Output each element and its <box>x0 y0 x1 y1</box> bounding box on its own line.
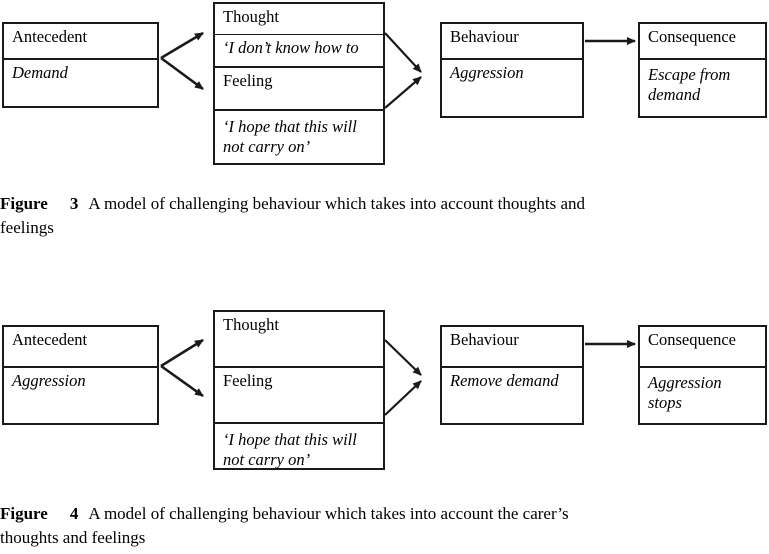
fig3-antecedent-label: Antecedent <box>12 27 88 46</box>
fig4-behaviour-label: Behaviour <box>450 330 519 349</box>
fig3-behaviour-box: Behaviour Aggression <box>440 22 584 118</box>
fig3-thought-label: Thought <box>223 7 279 26</box>
fig3-behaviour-label: Behaviour <box>450 27 519 46</box>
fig3-thought-feeling-box: Thought ‘I don’t know how to Feeling ‘I … <box>213 2 385 165</box>
fig3-feeling-value-cell: ‘I hope that this will not carry on’ <box>215 109 383 163</box>
fig3-consequence-box: Consequence Escape from demand <box>638 22 767 118</box>
fig4-behaviour-label-cell: Behaviour <box>442 327 582 366</box>
fig3-feeling-value: ‘I hope that this will not carry on’ <box>223 117 357 156</box>
figure-4-caption-line2: thoughts and feelings <box>0 528 146 547</box>
fig4-arrow-feeling-to-behaviour <box>384 380 422 416</box>
fig3-arrow-antecedent-to-feeling <box>160 56 204 91</box>
fig4-behaviour-value: Remove demand <box>450 371 559 390</box>
fig4-feeling-label: Feeling <box>223 371 273 390</box>
fig4-arrow-antecedent-to-feeling <box>160 364 204 398</box>
fig4-behaviour-box: Behaviour Remove demand <box>440 325 584 425</box>
figure-3-caption-word: Figure <box>0 194 48 213</box>
fig3-antecedent-value: Demand <box>12 63 68 82</box>
fig3-arrow-thought-to-behaviour <box>384 32 422 73</box>
figure-3-caption-line1: A model of challenging behaviour which t… <box>88 194 586 213</box>
fig3-consequence-value: Escape from demand <box>648 65 731 104</box>
fig4-antecedent-value-cell: Aggression <box>4 366 157 423</box>
figure-3-caption: Figure 3 A model of challenging behaviour … <box>0 192 769 240</box>
fig3-thought-label-cell: Thought <box>215 4 383 34</box>
fig3-antecedent-box: Antecedent Demand <box>2 22 159 108</box>
fig4-consequence-label-cell: Consequence <box>640 327 765 366</box>
fig4-consequence-box: Consequence Aggression stops <box>638 325 767 425</box>
fig3-thought-value-cell: ‘I don’t know how to <box>215 34 383 66</box>
fig3-consequence-label-cell: Consequence <box>640 24 765 58</box>
fig3-consequence-label: Consequence <box>648 27 736 46</box>
fig3-arrow-feeling-to-behaviour <box>384 76 422 109</box>
figure-3-caption-number: 3 <box>69 194 79 213</box>
fig3-consequence-value-cell: Escape from demand <box>640 58 765 116</box>
fig4-feeling-value: ‘I hope that this will not carry on’ <box>223 430 357 468</box>
fig3-antecedent-label-cell: Antecedent <box>4 24 157 58</box>
fig3-behaviour-value-cell: Aggression <box>442 58 582 116</box>
fig4-antecedent-box: Antecedent Aggression <box>2 325 159 425</box>
fig3-thought-value: ‘I don’t know how to <box>223 38 359 57</box>
fig4-antecedent-value: Aggression <box>12 371 86 390</box>
fig4-feeling-label-cell: Feeling <box>215 366 383 422</box>
fig4-thought-cell: Thought <box>215 312 383 366</box>
figure-4-caption: Figure 4 A model of challenging behaviour … <box>0 502 769 550</box>
figure-4-caption-number: 4 <box>69 504 79 523</box>
fig4-arrow-thought-to-behaviour <box>384 339 422 376</box>
fig3-behaviour-value: Aggression <box>450 63 524 82</box>
figure-4-caption-word: Figure <box>0 504 48 523</box>
fig3-behaviour-label-cell: Behaviour <box>442 24 582 58</box>
fig4-antecedent-label-cell: Antecedent <box>4 327 157 366</box>
fig4-antecedent-label: Antecedent <box>12 330 88 349</box>
fig3-antecedent-value-cell: Demand <box>4 58 157 106</box>
fig4-consequence-value: Aggression stops <box>648 373 722 412</box>
fig4-arrow-antecedent-to-thought <box>160 338 204 368</box>
fig4-consequence-value-cell: Aggression stops <box>640 366 765 423</box>
fig3-feeling-label: Feeling <box>223 71 273 90</box>
fig3-arrow-antecedent-to-thought <box>160 31 204 60</box>
fig4-thought-feeling-box: Thought Feeling ‘I hope that this will n… <box>213 310 385 470</box>
fig4-thought-label: Thought <box>223 315 279 334</box>
figure-3-caption-line2: feelings <box>0 218 54 237</box>
fig3-feeling-label-cell: Feeling <box>215 66 383 109</box>
figure-4-caption-line1: A model of challenging behaviour which t… <box>88 504 569 523</box>
fig4-consequence-label: Consequence <box>648 330 736 349</box>
fig4-feeling-value-cell: ‘I hope that this will not carry on’ <box>215 422 383 468</box>
fig4-behaviour-value-cell: Remove demand <box>442 366 582 423</box>
